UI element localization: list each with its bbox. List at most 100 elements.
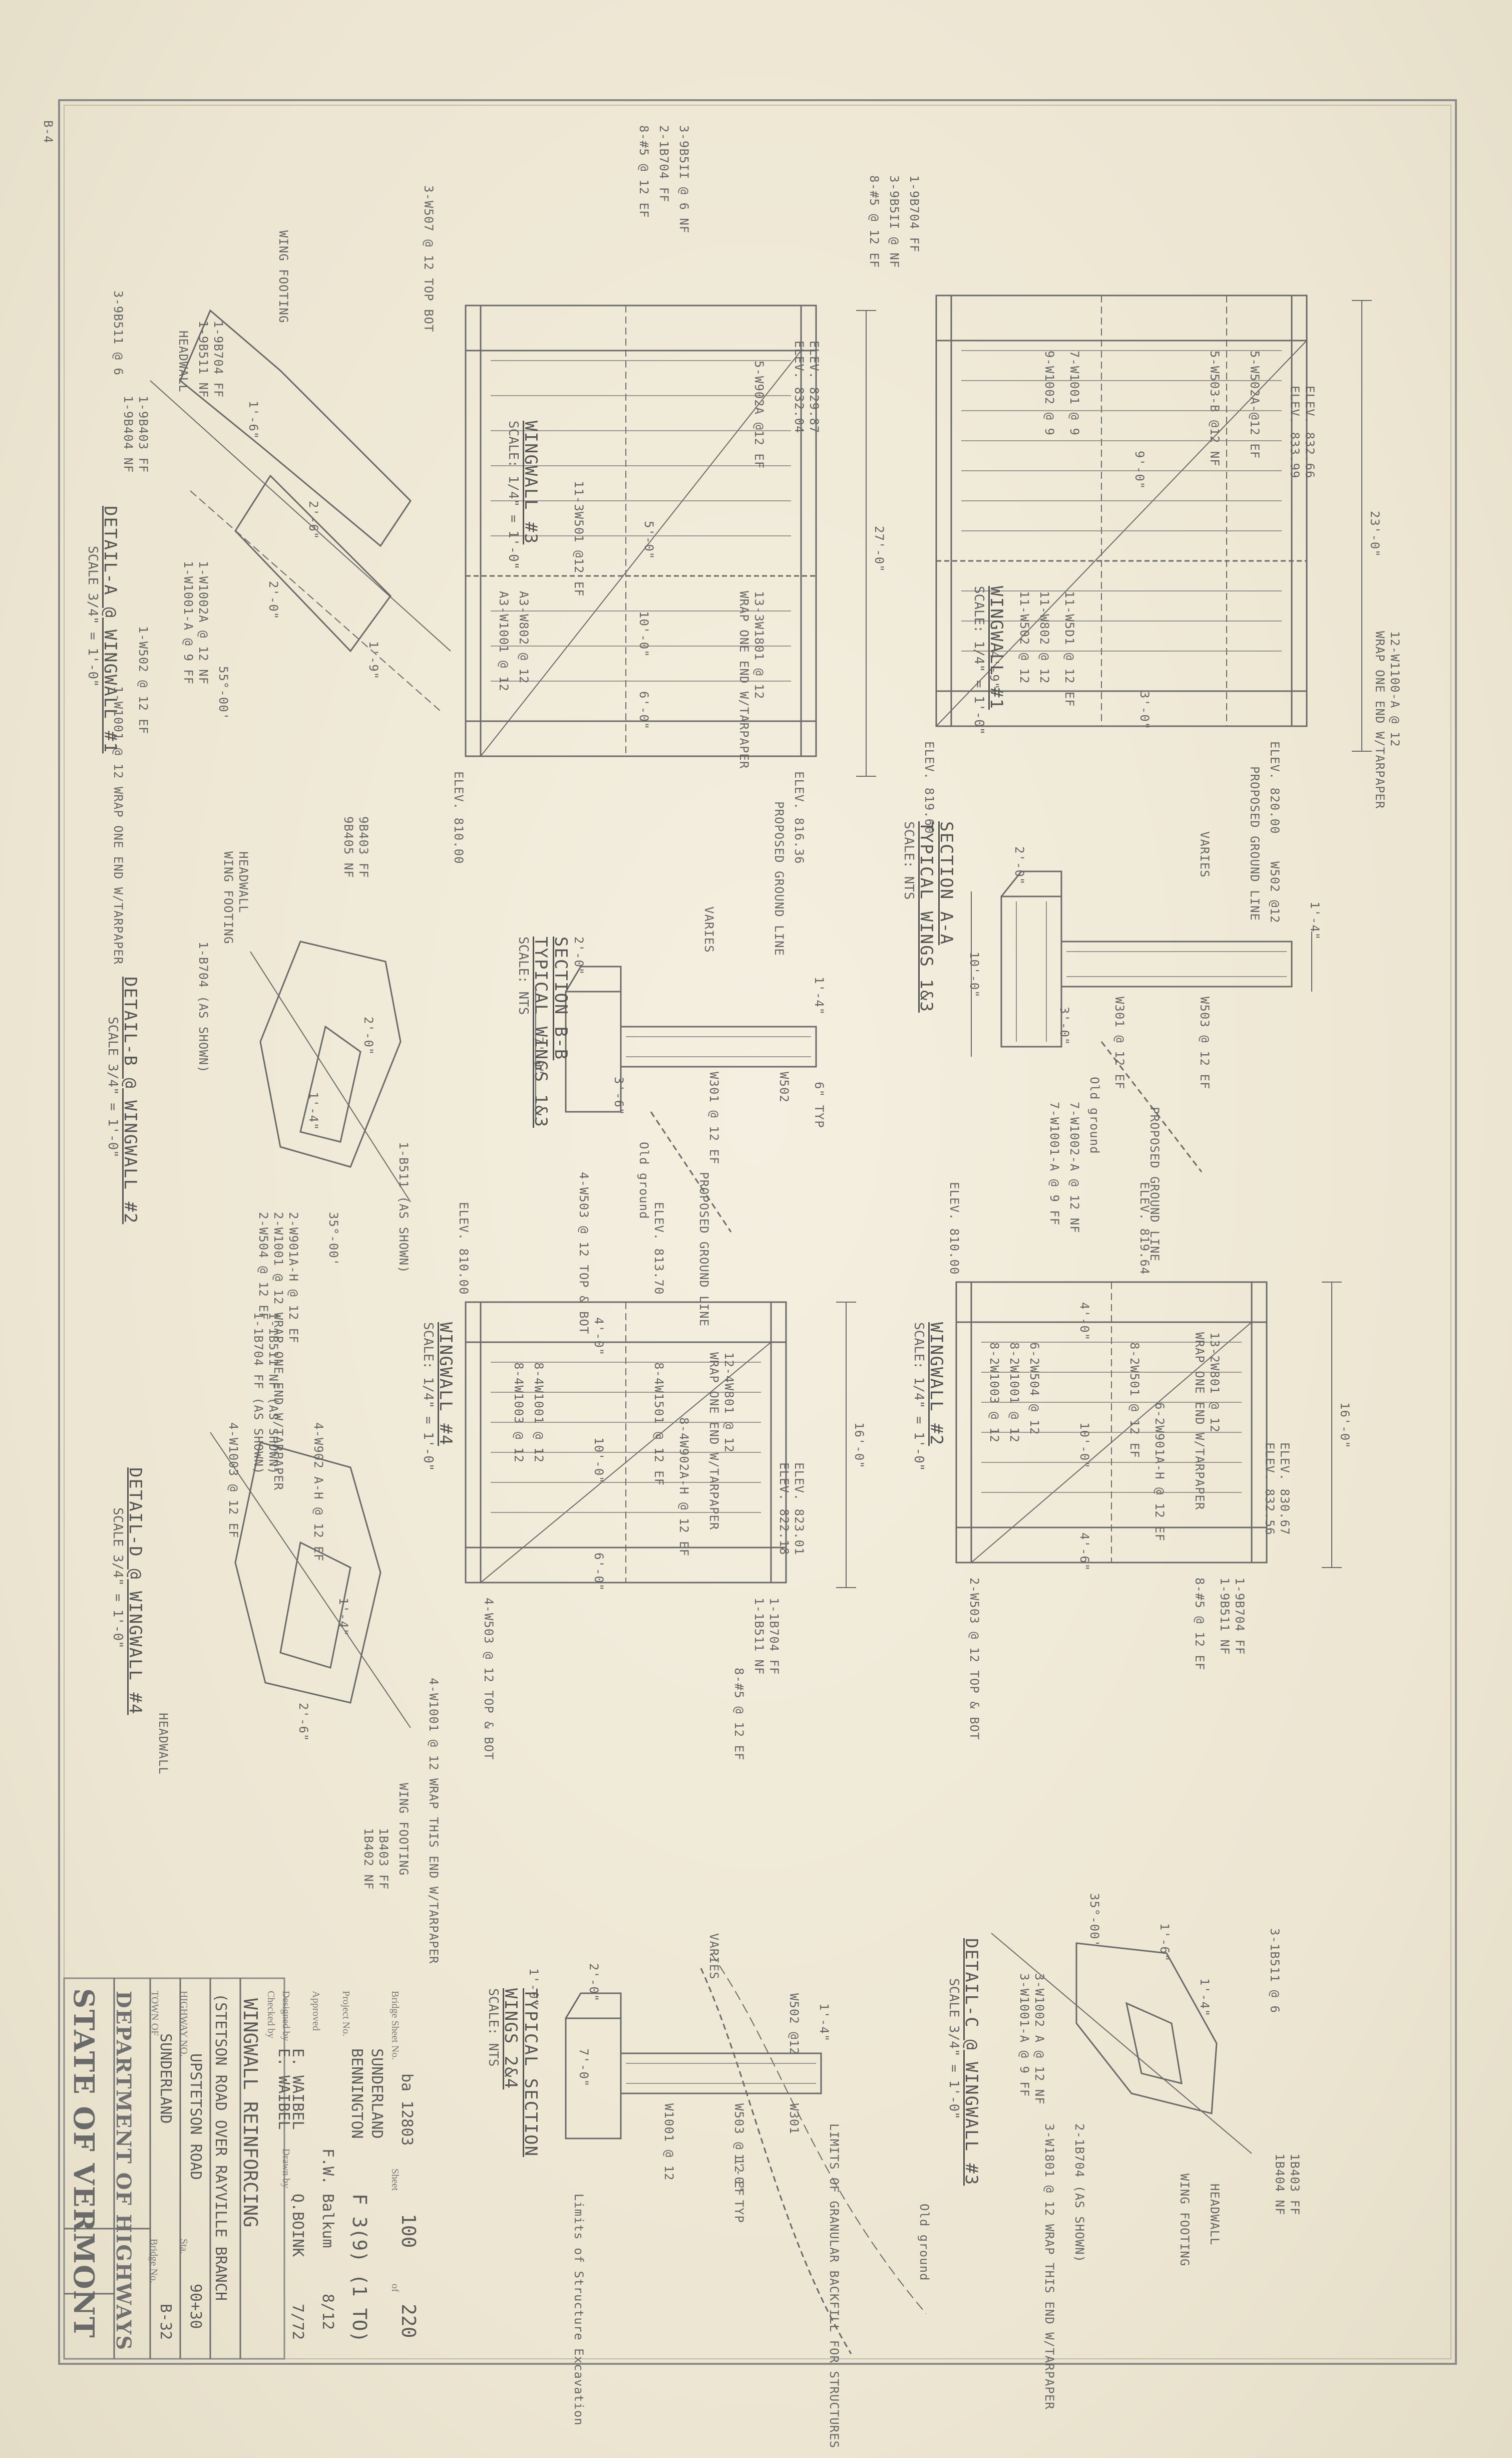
callout: W301 @ 12 EF	[1112, 997, 1126, 1090]
callout: 1-1B511 NF (AS SHOWN)	[266, 1312, 280, 1475]
title-bridge-no: B-32	[157, 2304, 174, 2340]
callout: 1'-6"	[246, 401, 260, 440]
callout: WING FOOTING	[397, 1783, 411, 1876]
callout: 11-W502 @ 12	[1017, 591, 1031, 684]
callout: 1'-9"	[366, 641, 381, 680]
corner-mark: B-4	[41, 120, 55, 144]
wingwall-3-scale: SCALE: 1/4" = 1'-0"	[506, 421, 521, 570]
callout: 23'-0"	[1368, 511, 1382, 557]
callout: 2'-0"	[1012, 846, 1026, 885]
title-sheet-no: 100	[398, 2214, 420, 2248]
title-of-label: of	[390, 2284, 401, 2292]
callout: 2-W504 @ 12 EF	[256, 1212, 270, 1321]
callout: PROPOSED GROUND LINE	[772, 801, 786, 956]
callout: 9-W1002 @ 9	[1042, 351, 1056, 436]
callout: 8-4W1003 @ 12	[512, 1362, 526, 1463]
callout: WRAP ONE END W/TARPAPER	[707, 1352, 721, 1530]
callout: 1'-4"	[306, 1092, 320, 1131]
callout: 7'-0"	[577, 2048, 591, 2087]
title-state: STATE OF VERMONT	[67, 1988, 100, 2339]
callout: W502 @12	[1268, 861, 1282, 924]
sheet-border	[58, 99, 1457, 2365]
callout: ELEV. 832.56	[1263, 1442, 1277, 1535]
callout: VARIES	[702, 906, 716, 953]
callout: 1-9B704 FF	[211, 321, 225, 398]
callout: 8-2W1001 @ 12	[1007, 1342, 1021, 1443]
callout: 35°-00'	[1087, 1893, 1101, 1948]
callout: ELEV. 819.60	[922, 741, 936, 834]
wingwall-3-title: WINGWALL #3	[521, 421, 541, 545]
detail-b-title: DETAIL-B @ WINGWALL #2	[120, 977, 140, 1224]
callout: 1-B704 (AS SHOWN)	[196, 942, 210, 1073]
title-checked-label: Checked by	[265, 1991, 276, 2038]
callout: HEADWALL	[176, 331, 190, 393]
callout: 4-W503 @ 12 TOP & BOT	[482, 1598, 496, 1760]
callout: 4'-0"	[1077, 1302, 1091, 1341]
title-approved: F.W. Balkum	[319, 2148, 336, 2248]
callout: 1-9B511 NF	[1218, 1578, 1232, 1655]
callout: 4'-9"	[987, 651, 1001, 690]
callout: 9B405 NF	[341, 816, 355, 878]
callout: 2-W503 @ 12 TOP & BOT	[967, 1578, 981, 1740]
callout: HEADWALL	[156, 1713, 170, 1775]
callout: 1-9B403 FF	[136, 396, 150, 473]
callout: 7-W1002-A @ 12 NF	[1067, 1102, 1081, 1234]
callout: 3-1B511 @ 6	[1268, 1928, 1282, 2013]
callout: A3-W802 @ 12	[517, 591, 531, 684]
callout: W301	[787, 2103, 801, 2134]
callout: 3-9B511 @ 6	[111, 290, 125, 376]
title-town-2: SUNDERLAND	[368, 2048, 386, 2139]
callout: ELEV. 829.87	[807, 341, 821, 434]
callout: ELEV. 813.70	[652, 1202, 666, 1295]
callout: 10'-0"	[592, 1437, 606, 1484]
wingwall-4-title: WINGWALL #4	[436, 1322, 456, 1446]
callout: 7-W1001 @ 9	[1067, 351, 1081, 436]
callout: 2-1B704 FF	[657, 125, 671, 203]
callout: 35°-00'	[326, 1212, 340, 1267]
callout: 1B402 NF	[361, 1828, 375, 1890]
callout: 11-3W501 @12 EF	[572, 481, 586, 597]
callout: 1-9B511 NF	[196, 321, 210, 398]
callout: ELEV. 832.66	[1303, 386, 1317, 479]
callout: 8-4W902A-H @ 12 EF	[677, 1417, 691, 1557]
callout: W1001 @ 12	[662, 2103, 676, 2181]
callout: ELEV. 832.04	[792, 341, 806, 434]
callout: 55°-00'	[216, 666, 230, 721]
callout: 1-W502 @ 12 EF	[136, 626, 150, 735]
callout: A3-W1001 @ 12	[497, 591, 511, 692]
callout: VARIES	[1198, 831, 1212, 878]
title-bridge-no-label: Bridge No.	[148, 2239, 159, 2283]
callout: ELEV. 816.36	[792, 771, 806, 864]
callout: 6-2W901A-H @ 12 EF	[1153, 1402, 1167, 1542]
callout: 12-W1100-A @ 12	[1388, 631, 1402, 747]
wingwall-3-geometry	[465, 304, 876, 777]
title-sta: 90+30	[187, 2284, 204, 2329]
callout: 2'-0"	[361, 1017, 375, 1056]
callout: 3-W1001-A @ 9 FF	[1017, 1973, 1031, 2097]
section-aa-geometry	[971, 870, 1312, 1172]
callout: 1-W1001 @ 12 WRAP ONE END W/TARPAPER	[111, 686, 125, 965]
title-sta-label: Sta.	[178, 2239, 189, 2254]
callout: 4-W1003 @ 12 EF	[226, 1422, 240, 1539]
callout: W503 @ 12 EF	[1198, 997, 1212, 1090]
callout: 2-W901A-H @ 12 EF	[286, 1212, 300, 1344]
callout: 2'-0"	[572, 937, 586, 976]
callout: 4-W1001 @ 12 WRAP THIS END W/TARPAPER	[427, 1678, 441, 1964]
callout: 4-W902 A-H @ 12 EF	[311, 1422, 325, 1562]
detail-c-scale: SCALE 3/4" = 1'-0"	[946, 1978, 961, 2119]
section-aa-subtitle: TYPICAL WINGS 1&3	[916, 821, 936, 1013]
title-designed-label: Designed by	[280, 1991, 291, 2041]
callout: 10'-0"	[637, 611, 651, 658]
wingwall-2-scale: SCALE: 1/4" = 1'-0"	[911, 1322, 926, 1471]
callout: ELEV. 833.99	[1288, 386, 1302, 479]
detail-d-scale: SCALE 3/4" = 1'-0"	[110, 1507, 125, 1649]
callout: 1-9B704 FF	[907, 175, 921, 253]
callout: 1B404 NF	[1273, 2154, 1287, 2216]
title-date-2: 7/72	[289, 2304, 306, 2340]
callout: 5'-0"	[642, 521, 656, 560]
title-designed: E. WAIBEL	[289, 2048, 306, 2130]
callout: 13-3W1801 @ 12	[752, 591, 766, 700]
title-town: SUNDERLAND	[157, 2033, 174, 2124]
callout: 7-W1001-A @ 9 FF	[1047, 1102, 1061, 1226]
